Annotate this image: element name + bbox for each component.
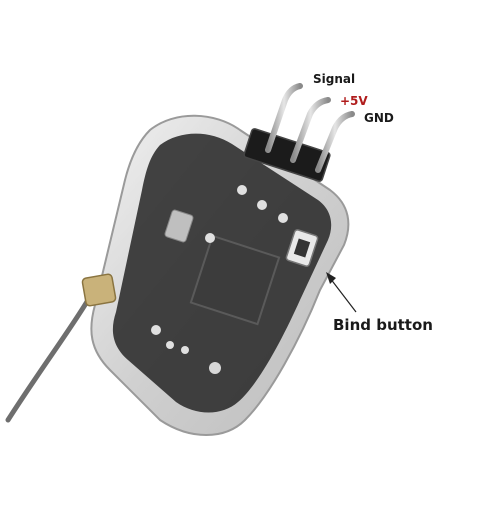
bind-button-cap bbox=[293, 238, 311, 258]
bind-button-label: Bind button bbox=[333, 316, 433, 334]
solder-pad bbox=[257, 200, 267, 210]
solder-pad bbox=[181, 346, 189, 354]
solder-pad bbox=[205, 233, 215, 243]
pin-header-block bbox=[243, 128, 331, 182]
solder-pad bbox=[151, 325, 161, 335]
crystal-component bbox=[164, 209, 194, 243]
signal-pin bbox=[265, 83, 303, 153]
main-chip bbox=[189, 234, 281, 326]
antenna-connector bbox=[81, 273, 117, 307]
bind-pointer-arrowhead bbox=[326, 272, 336, 284]
solder-pad bbox=[209, 362, 221, 374]
antenna-wire bbox=[5, 297, 91, 423]
solder-pad bbox=[237, 185, 247, 195]
signal-label: Signal bbox=[313, 72, 356, 86]
solder-pad bbox=[166, 341, 174, 349]
gnd-pin bbox=[315, 111, 355, 173]
gnd-label: GND bbox=[364, 111, 394, 125]
plus5v-pin bbox=[290, 97, 331, 163]
plus5v-label: +5V bbox=[340, 94, 368, 108]
bind-pointer-line bbox=[329, 277, 357, 313]
solder-pad bbox=[278, 213, 288, 223]
